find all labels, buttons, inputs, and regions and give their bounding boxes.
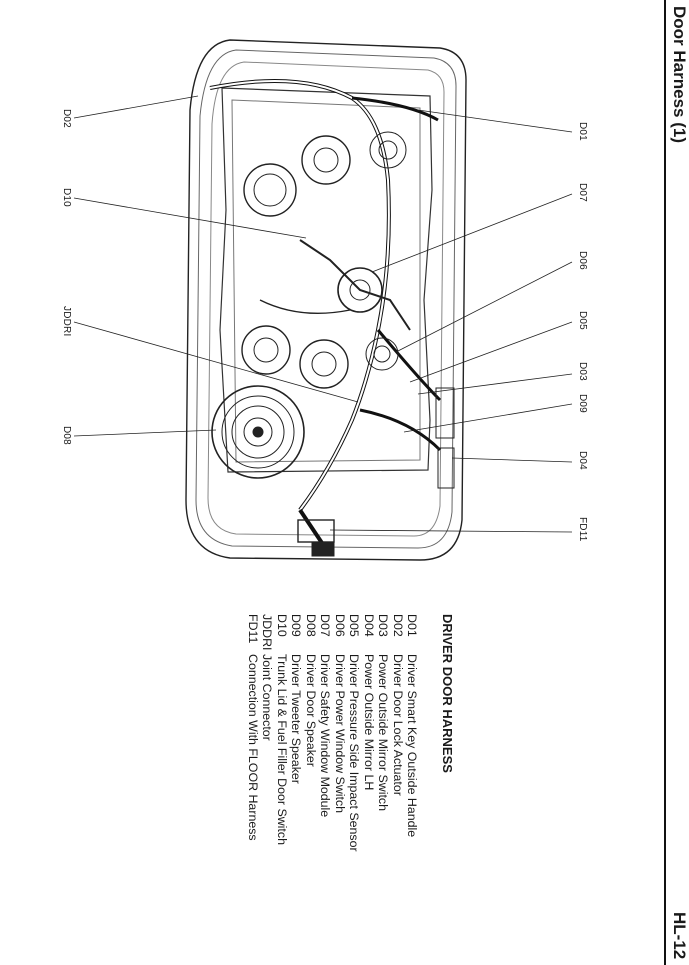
leader-d03 (417, 373, 573, 395)
legend-code: JDDRI (260, 614, 274, 651)
leader-fd11 (329, 529, 573, 533)
door-outline (185, 39, 467, 561)
leader-d06 (395, 261, 573, 353)
harness-main (209, 78, 391, 512)
legend-label: Power Outside Mirror Switch (376, 654, 390, 811)
legend-code: D01 (405, 614, 419, 637)
legend-code: D02 (390, 614, 405, 637)
leader-d09 (403, 403, 573, 433)
callout-d01: D01 (577, 122, 588, 141)
legend-label: Trunk Lid & Fuel Filler Door Switch (274, 654, 289, 845)
legend-code: D10 (274, 614, 289, 637)
legend-item: D02Driver Door Lock Actuator (391, 614, 405, 796)
title-divider (664, 0, 666, 965)
callout-d07: D07 (577, 183, 588, 202)
legend-label: Power Outside Mirror LH (361, 654, 376, 791)
legend-item: FD11Connection With FLOOR Harness (246, 614, 260, 841)
leader-d07 (371, 193, 573, 273)
legend-label: Driver Tweeter Speaker (289, 654, 303, 784)
legend-code: D09 (289, 614, 303, 637)
legend-code: FD11 (245, 614, 260, 644)
legend-item: D09Driver Tweeter Speaker (289, 614, 303, 784)
legend-code: D06 (332, 614, 347, 637)
legend-code: D08 (303, 614, 318, 637)
legend-label: Driver Safety Window Module (318, 654, 332, 818)
legend-label: Driver Pressure Side Impact Sensor (347, 654, 361, 852)
legend-item: D10Trunk Lid & Fuel Filler Door Switch (275, 614, 289, 845)
callout-jddri: JDDRI (61, 306, 72, 337)
legend-item: D03Power Outside Mirror Switch (376, 614, 390, 811)
legend-item: JDDRI Joint Connector (260, 614, 274, 741)
legend-code: D04 (361, 614, 376, 637)
legend-item: D06Driver Power Window Switch (333, 614, 347, 813)
legend-label: Connection With FLOOR Harness (245, 654, 260, 841)
legend-label: Driver Smart Key Outside Handle (405, 654, 419, 838)
leader-d02 (73, 95, 199, 119)
callout-d03: D03 (577, 362, 588, 381)
legend-item: D04Power Outside Mirror LH (362, 614, 376, 790)
leader-jddri (73, 321, 359, 403)
legend-label: Driver Door Speaker (303, 654, 318, 767)
callout-d06: D06 (577, 251, 588, 270)
callout-d02: D02 (61, 109, 72, 128)
callout-fd11: FD11 (577, 517, 588, 542)
callout-d08: D08 (61, 426, 72, 445)
legend-item: D01Driver Smart Key Outside Handle (405, 614, 419, 837)
inner-panel (219, 87, 433, 473)
legend-item: D07Driver Safety Window Module (318, 614, 332, 817)
door-speaker (211, 385, 305, 479)
legend-title: DRIVER DOOR HARNESS (440, 614, 455, 773)
leader-d10 (73, 197, 307, 239)
callout-d04: D04 (577, 451, 588, 470)
callout-d05: D05 (577, 311, 588, 330)
legend-item: D08Driver Door Speaker (304, 614, 318, 767)
legend-code: D05 (347, 614, 361, 637)
leader-d05 (409, 321, 573, 383)
leader-d01 (417, 109, 573, 133)
legend-code: D03 (376, 614, 390, 637)
legend-label: Driver Door Lock Actuator (390, 654, 405, 796)
callout-d10: D10 (61, 188, 72, 207)
legend-code: D07 (318, 614, 332, 637)
legend-label: Joint Connector (260, 654, 274, 741)
callout-d09: D09 (577, 394, 588, 413)
legend-label: Driver Power Window Switch (332, 654, 347, 814)
legend-item: D05Driver Pressure Side Impact Sensor (347, 614, 361, 852)
leader-d08 (73, 429, 217, 437)
leader-d04 (451, 457, 573, 463)
